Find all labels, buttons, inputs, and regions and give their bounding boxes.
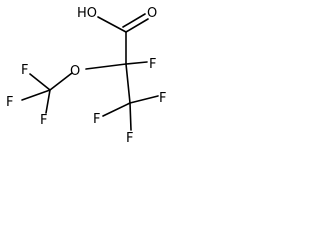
bond-cf3-f-top [29,73,51,91]
bond-c3-f-right [129,95,159,104]
atom-label-cf3-fluorine-top: F [21,63,28,78]
bond-c2-f [125,61,148,65]
atom-label-ether-oxygen: O [70,64,80,79]
atom-label-hydroxyl: HO [77,6,97,21]
bond-cf3-f-left [21,89,51,101]
bond-cf3-f-bottom [45,89,51,114]
atom-label-c3-fluorine-right: F [159,91,166,106]
bond-c1-o-double-a [125,18,149,33]
bond-c2-o [85,63,127,70]
atom-label-cf3-fluorine-bottom: F [40,113,47,128]
atom-label-alpha-fluorine: F [149,57,156,72]
bond-c2-c3 [125,63,131,104]
atom-label-carbonyl-oxygen: O [147,6,157,21]
structure-diagram: HO O F O F F F F F F [6,6,166,146]
bond-c3-f-bottom [129,102,132,131]
atom-label-c3-fluorine-bottom: F [126,131,133,146]
bond-c1-o-double-b [122,13,146,28]
bond-c1-oh [97,16,127,33]
bond-o-cf3 [49,72,73,91]
atom-label-cf3-fluorine-left: F [6,95,13,110]
atom-label-c3-fluorine-left: F [93,112,100,127]
bond-c3-f-left [102,102,131,117]
